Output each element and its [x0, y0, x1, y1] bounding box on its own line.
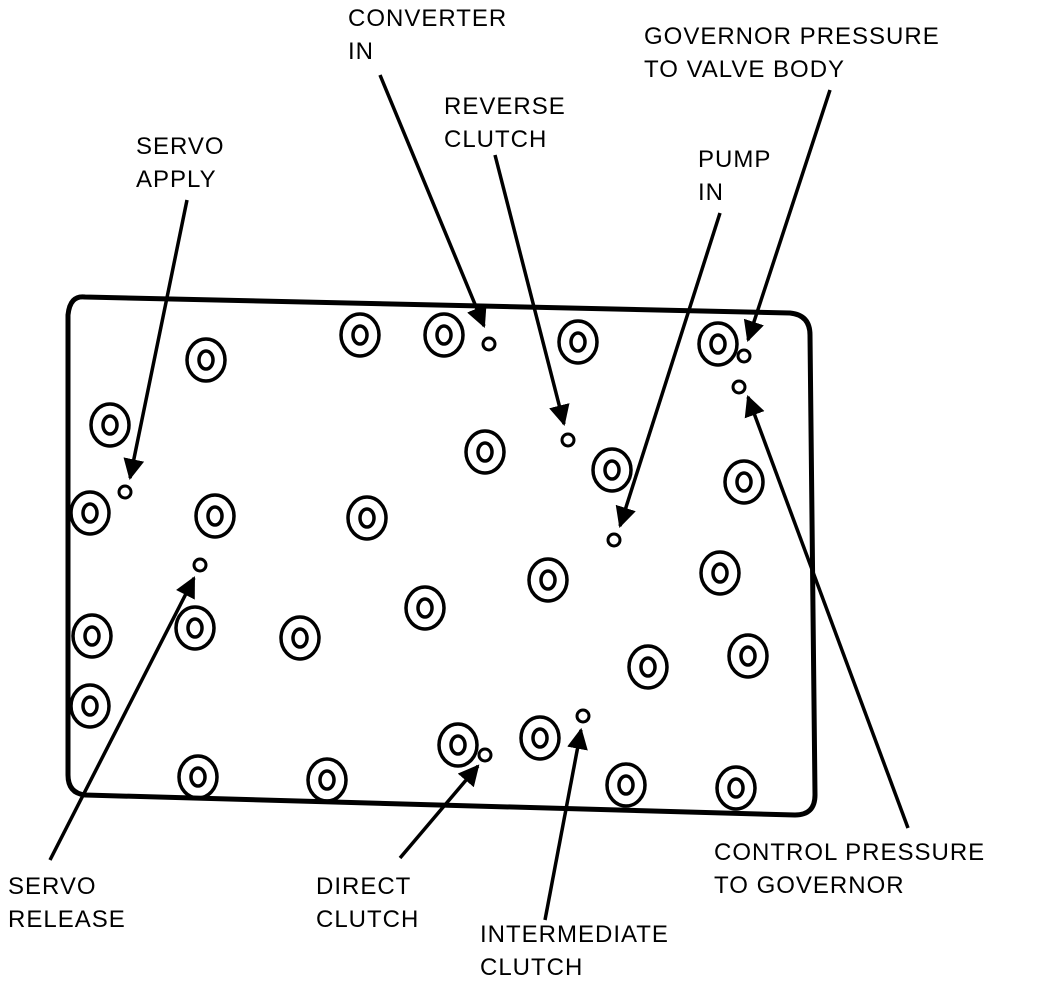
bolt-hole [723, 459, 765, 505]
leader-control-pressure [744, 395, 910, 829]
port-reverse-clutch [560, 432, 576, 448]
bolt-hole [727, 633, 769, 679]
bolt-hole [605, 762, 647, 808]
port-governor-pressure [736, 348, 752, 364]
port-pump-in [606, 532, 622, 548]
port-converter-in [481, 336, 497, 352]
leader-arrows-group [48, 74, 910, 921]
port-control-pressure [731, 379, 747, 395]
bolt-hole [69, 490, 111, 536]
bolt-hole [423, 312, 465, 358]
bolt-hole [591, 447, 633, 493]
fluid-ports-group [117, 336, 752, 763]
bolt-hole [89, 402, 131, 448]
bolt-hole [715, 765, 757, 811]
port-intermediate-clutch [575, 708, 591, 724]
bolt-hole [437, 722, 479, 768]
bolt-hole [527, 557, 569, 603]
bolt-hole [519, 715, 561, 761]
bolt-hole [306, 757, 348, 803]
bolt-hole [185, 337, 227, 383]
leader-servo-release [48, 576, 196, 861]
bolt-hole [194, 493, 236, 539]
leader-governor-pressure [743, 89, 832, 342]
leader-intermediate-clutch [543, 727, 588, 921]
leader-reverse-clutch [493, 154, 570, 427]
leader-direct-clutch [398, 764, 480, 860]
bolt-hole [464, 429, 506, 475]
bolt-hole [697, 321, 739, 367]
bolt-hole [177, 754, 219, 800]
bolt-hole [346, 495, 388, 541]
bolt-hole [557, 319, 599, 365]
port-servo-apply [117, 484, 133, 500]
bolt-hole [404, 585, 446, 631]
bolt-hole [174, 605, 216, 651]
leader-servo-apply [123, 199, 189, 481]
bolt-hole [627, 644, 669, 690]
port-servo-release [192, 557, 208, 573]
bolt-hole [699, 550, 741, 596]
bolt-hole [69, 683, 111, 729]
bolt-hole [279, 615, 321, 661]
leader-converter-in [378, 74, 487, 328]
valve-body-plate-outline [65, 294, 818, 818]
leader-pump-in [615, 212, 722, 529]
bolt-hole [71, 613, 113, 659]
port-direct-clutch [477, 747, 493, 763]
bolt-holes-group [69, 312, 769, 811]
bolt-hole [339, 312, 381, 358]
